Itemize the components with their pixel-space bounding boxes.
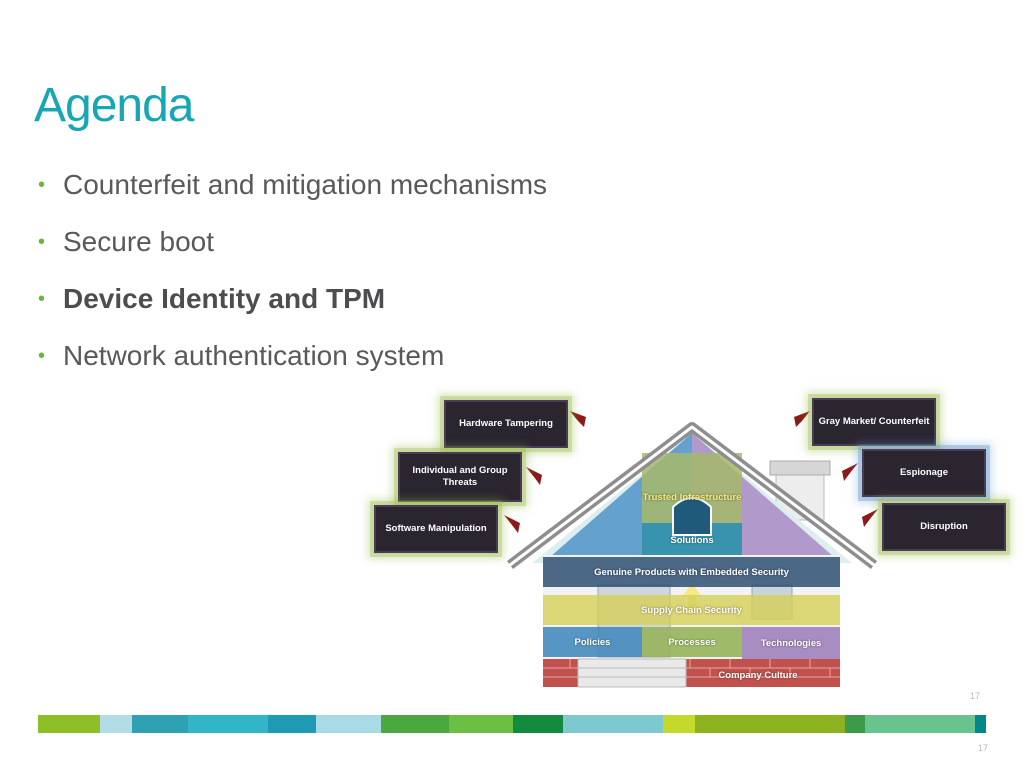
band-trusted-infrastructure: Trusted Infrastructure [642, 491, 742, 503]
threat-software-manipulation: Software Manipulation [374, 505, 498, 553]
threat-label: Espionage [899, 467, 949, 478]
band-processes: Processes [642, 627, 742, 657]
chimney-cap [769, 460, 831, 476]
arched-window [672, 497, 712, 536]
bullet-dot-icon: • [38, 174, 46, 196]
threat-gray-market: Gray Market/ Counterfeit [812, 398, 936, 446]
footer-color-strip [38, 715, 986, 733]
threat-label: Individual and Group Threats [412, 465, 508, 488]
band-company-culture: Company Culture [718, 669, 798, 681]
slide-title: Agenda [34, 79, 194, 132]
agenda-item: • Network authentication system [38, 337, 547, 394]
agenda-item-text: Counterfeit and mitigation mechanisms [63, 169, 548, 200]
threat-label: Gray Market/ Counterfeit [818, 416, 930, 427]
steps [577, 658, 687, 688]
arrow-icon [570, 411, 586, 427]
threat-label: Software Manipulation [385, 523, 487, 534]
bullet-dot-icon: • [38, 345, 46, 367]
bullet-dot-icon: • [38, 231, 46, 253]
band-technologies: Technologies [742, 627, 840, 659]
page-number-upper: 17 [970, 691, 981, 701]
agenda-list: • Counterfeit and mitigation mechanisms •… [38, 166, 547, 394]
arrow-icon [842, 463, 858, 481]
band-genuine-products: Genuine Products with Embedded Security [543, 557, 840, 587]
arrow-icon [862, 509, 878, 527]
agenda-item-text: Network authentication system [63, 340, 445, 371]
band-supply-chain: Supply Chain Security [543, 595, 840, 625]
threat-label: Hardware Tampering [459, 418, 553, 429]
agenda-item-text: Device Identity and TPM [63, 283, 386, 314]
threat-disruption: Disruption [882, 503, 1006, 551]
threat-individual-group: Individual and Group Threats [398, 452, 522, 502]
arrow-icon [526, 467, 542, 485]
agenda-item: • Counterfeit and mitigation mechanisms [38, 166, 547, 223]
band-solutions: Solutions [670, 534, 714, 546]
threat-label: Disruption [920, 521, 968, 532]
agenda-item: • Secure boot [38, 223, 547, 280]
agenda-item-text: Secure boot [63, 226, 214, 257]
threat-espionage: Espionage [862, 449, 986, 497]
threat-arrows [504, 411, 878, 533]
arrow-icon [504, 515, 520, 533]
trusted-house-diagram: Hardware Tampering Individual and Group … [360, 385, 1020, 695]
roof-edge [509, 425, 875, 567]
page-number-lower: 17 [978, 743, 989, 753]
threat-hardware-tampering: Hardware Tampering [444, 400, 568, 448]
band-policies: Policies [543, 627, 642, 657]
agenda-item-current: • Device Identity and TPM [38, 280, 547, 337]
arrow-icon [794, 411, 810, 427]
bullet-dot-icon: • [38, 288, 46, 310]
